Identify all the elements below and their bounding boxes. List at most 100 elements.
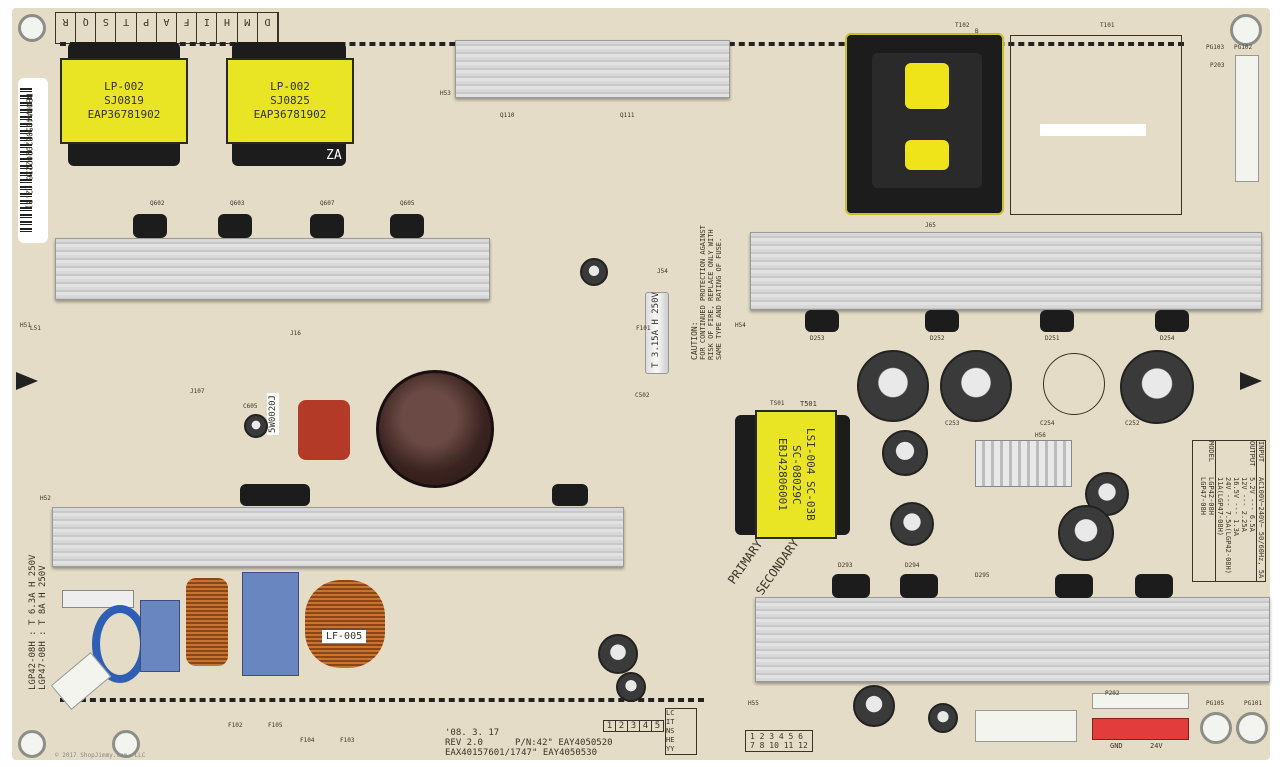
input-value: AC100V~240V~ xyxy=(1257,477,1265,528)
part-ref-label: Q603 xyxy=(230,200,245,207)
output-value: 5.2V --- 6.5A xyxy=(1248,477,1256,532)
transistor xyxy=(1040,310,1074,332)
part-ref-label: P202 xyxy=(1105,690,1120,697)
transformer-t2: LP-002 SJ0825 EAP36781902 xyxy=(226,58,354,144)
part-ref-label: D253 xyxy=(810,335,825,342)
grid-number: 2 xyxy=(616,721,628,731)
header-letter: H xyxy=(217,13,238,43)
common-mode-choke xyxy=(186,578,228,666)
pad-label: H56 xyxy=(1035,432,1046,439)
caution-line: RISK OF FIRE, REPLACE ONLY WITH xyxy=(707,229,715,360)
part-ref-label: Q605 xyxy=(400,200,415,207)
transistor xyxy=(390,214,424,238)
connector-p202[interactable] xyxy=(1092,693,1189,709)
model-value: LGP42-08H xyxy=(1207,477,1215,515)
capacitor xyxy=(616,672,646,702)
output-value: 11A(LGP47-08H) xyxy=(1216,477,1224,537)
transistor xyxy=(900,574,938,598)
capacitor xyxy=(890,502,934,546)
capacitor xyxy=(244,414,268,438)
part-ref-label: F102 xyxy=(228,722,243,729)
grid-number: 3 xyxy=(628,721,640,731)
main-transformer xyxy=(845,33,1004,215)
part-ref-label: C252 xyxy=(1125,420,1140,427)
header-letter: D xyxy=(257,13,278,43)
connector-p201[interactable] xyxy=(975,710,1077,742)
vendor-code: HE xyxy=(666,736,675,744)
part-ref-label: TS01 xyxy=(770,400,785,407)
output-value: 16.5V --- 1.3A xyxy=(1232,477,1240,537)
part-ref-label: C254 xyxy=(1040,420,1055,427)
transistor xyxy=(240,484,310,506)
fuse-holder[interactable] xyxy=(62,590,134,608)
t2-mark: ZA xyxy=(326,148,342,163)
fuse-rating-text: LGP42-08H : T 6.3A H 250V LGP47-08H : T … xyxy=(28,555,48,690)
revision-date: '08. 3. 17 xyxy=(445,728,500,738)
part-ref-label: J54 xyxy=(657,268,668,275)
spec-model-label: MODEL xyxy=(1207,441,1215,463)
part-ref-label: J16 xyxy=(290,330,301,337)
mounting-pad xyxy=(112,730,140,758)
t1-label-1: LP-002 xyxy=(104,80,144,93)
capacitor-c253 xyxy=(940,350,1012,422)
spec-input-label: INPUT xyxy=(1257,441,1265,463)
part-ref-label: Q607 xyxy=(320,200,335,207)
connector-label-24v: 24V xyxy=(1150,742,1163,750)
spec-input-row: INPUT AC100V~240V~ 50/60Hz, 5A xyxy=(1256,441,1265,581)
t1-label-2: SJ0819 xyxy=(104,94,144,107)
capacitor-c612 xyxy=(376,370,494,488)
transistor xyxy=(832,574,870,598)
x-capacitor xyxy=(242,572,299,676)
t501-ref-label: T501 xyxy=(800,400,817,408)
transformer-bobbin xyxy=(905,63,949,109)
mounting-pad xyxy=(18,14,46,42)
pad-label: PG105 xyxy=(1206,700,1225,707)
header-letter: P xyxy=(136,13,157,43)
fuse-f101[interactable] xyxy=(645,292,669,374)
transistor xyxy=(805,310,839,332)
transistor xyxy=(552,484,588,506)
pin-row: 7 8 10 11 12 xyxy=(750,741,808,750)
fuse-rating: T 3.15A H 250V xyxy=(650,292,661,368)
part-ref-label: J107 xyxy=(190,388,205,395)
capacitor xyxy=(580,258,608,286)
capacitor xyxy=(853,685,895,727)
fuse-rating-line: LGP42-08H : T 6.3A H 250V xyxy=(28,554,38,690)
transformer-t501: LSI-004 SC-03B SC-08029C EBJ42806001 xyxy=(755,410,837,539)
vendor-code: NS xyxy=(666,727,675,735)
white-marker xyxy=(1040,124,1146,136)
pin-row: 1 2 3 4 5 6 xyxy=(750,732,803,741)
barcode-label: BBORA4050520202226 (2.3) xyxy=(18,78,48,243)
part-ref-label: F105 xyxy=(268,722,283,729)
connector-p203[interactable] xyxy=(1235,55,1259,182)
coil-label: LF-005 xyxy=(322,630,367,643)
grid-number: 5 xyxy=(654,721,661,731)
capacitor xyxy=(928,703,958,733)
part-ref-label: P203 xyxy=(1210,62,1225,69)
mounting-pad-pg101 xyxy=(1236,712,1268,744)
heatsink xyxy=(455,40,730,98)
spec-output-row: OUTPUT 5.2V --- 6.5A 12V --- 2.25A 16.5V… xyxy=(1215,441,1256,581)
model-value: LGP47-08H xyxy=(1199,477,1207,515)
mounting-pad xyxy=(18,730,46,758)
part-ref-label: Q602 xyxy=(150,200,165,207)
part-ref-label: D252 xyxy=(930,335,945,342)
pad-label: H54 xyxy=(735,322,746,329)
caution-line: SAME TYPE AND RATING OF FUSE. xyxy=(715,237,723,360)
transistor xyxy=(1155,310,1189,332)
connector-red[interactable] xyxy=(1092,718,1189,740)
transistor xyxy=(310,214,344,238)
t2-label-3: EAP36781902 xyxy=(253,108,327,121)
capacitor-c254 xyxy=(857,350,929,422)
part-ref-label: T101 xyxy=(1100,22,1115,29)
capacitor xyxy=(1058,505,1114,561)
t501-label-3: EBJ42806001 xyxy=(776,438,789,511)
pad-label: H51 xyxy=(20,322,31,329)
vendor-code: YY xyxy=(666,745,675,753)
header-letter: A xyxy=(156,13,178,43)
vendor-codes: LC IT NS HE YY xyxy=(665,708,697,755)
header-letter: T xyxy=(116,13,137,43)
capacitor xyxy=(598,634,638,674)
header-letter: S xyxy=(96,13,117,43)
transformer-bobbin xyxy=(905,140,949,170)
